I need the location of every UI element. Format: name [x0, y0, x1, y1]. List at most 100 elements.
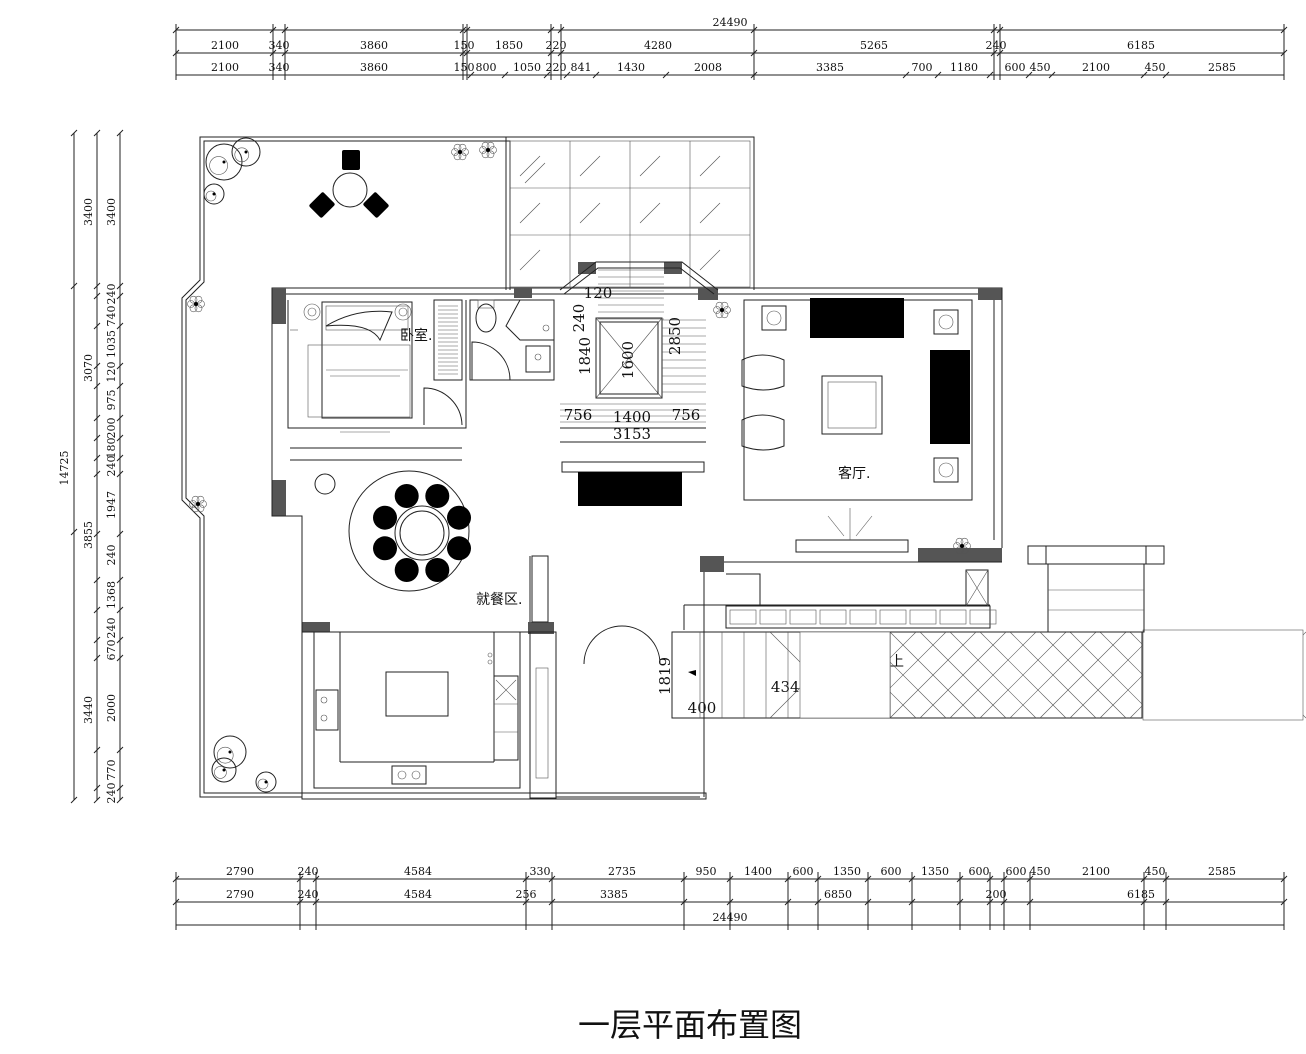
dim-bottom-1-10: 1350 [921, 865, 949, 878]
dim-bottom-2-5: 6850 [824, 888, 852, 901]
bedroom: 卧室. [290, 299, 463, 461]
dim-tick [1048, 71, 1056, 79]
dim-bottom-1-14: 2100 [1082, 865, 1110, 878]
cabinet-door [789, 609, 817, 625]
dim-top-2-11: 700 [912, 61, 933, 74]
dim-left-inner-16: 240 [105, 783, 118, 804]
tree-icon [231, 137, 261, 167]
dining-area: 就餐区. [314, 470, 549, 623]
cabinet-door [849, 609, 877, 625]
dim-tick [116, 282, 124, 290]
dim-bottom-1-16: 2585 [1208, 865, 1236, 878]
dim-bottom-1-1: 240 [298, 865, 319, 878]
dim-tick [70, 528, 78, 536]
dim-tick [543, 71, 551, 79]
dim-entry-1819: 1819 [656, 657, 674, 695]
dim-tick [93, 654, 101, 662]
dim-tick [93, 576, 101, 584]
chair-icon [373, 536, 397, 561]
dim-stair-1840: 1840 [576, 337, 594, 375]
entry-area: 1819 4345 400 [529, 625, 809, 799]
chair-icon [363, 192, 389, 218]
dim-tick [93, 784, 101, 792]
landscape-trees [187, 137, 971, 793]
sink-icon [315, 689, 339, 731]
dim-bottom-total: 24490 [713, 911, 748, 924]
lamp-icon [938, 462, 954, 478]
dim-tick [902, 71, 910, 79]
console-block [578, 472, 682, 506]
dim-top-1-0: 2100 [211, 39, 239, 52]
dim-bottom-1-12: 600 [1006, 865, 1027, 878]
dim-top-1-4: 1850 [495, 39, 523, 52]
dim-bottom-2-6: 200 [986, 888, 1007, 901]
dim-stair-756b: 756 [672, 406, 701, 424]
dim-tick [662, 71, 670, 79]
sink-icon [525, 345, 551, 373]
dim-tick [116, 746, 124, 754]
dim-top-1-1: 340 [269, 39, 290, 52]
dim-tick [116, 382, 124, 390]
label-up: 上 [890, 654, 904, 670]
dim-bottom-1-6: 1400 [744, 865, 772, 878]
dim-tick [93, 129, 101, 137]
dim-top-1-7: 5265 [860, 39, 888, 52]
dim-left-inner-0: 3400 [105, 198, 118, 226]
dim-tick [934, 71, 942, 79]
dim-top-2-0: 2100 [211, 61, 239, 74]
dim-stair-2850: 2850 [666, 317, 684, 355]
dim-top-1-6: 4280 [644, 39, 672, 52]
dim-left-inner-10: 240 [105, 545, 118, 566]
kitchen [313, 631, 521, 789]
tile-line [1009, 631, 1097, 719]
dim-tick [70, 796, 78, 804]
dim-tick [116, 636, 124, 644]
dim-tick [93, 530, 101, 538]
dim-tick [70, 129, 78, 137]
dim-stair-1600: 1600 [619, 341, 637, 379]
side-table [933, 309, 959, 335]
dim-tick [116, 606, 124, 614]
dim-tick [1140, 71, 1148, 79]
dim-top-2-12: 1180 [950, 61, 978, 74]
dim-top-2-6: 220 [546, 61, 567, 74]
dim-tick [70, 282, 78, 290]
plant-icon [189, 495, 207, 513]
lamp-icon [766, 310, 782, 326]
dim-top-2-9: 2008 [694, 61, 722, 74]
plant-icon [713, 301, 731, 319]
dim-top-1-8: 240 [986, 39, 1007, 52]
dining-table-icon [348, 470, 470, 592]
cabinet-row [725, 569, 997, 629]
dim-tick [93, 470, 101, 478]
building-walls [271, 261, 1003, 797]
sofa-icon [810, 298, 904, 338]
chair-icon [394, 558, 419, 582]
dim-stair-120: 120 [584, 284, 613, 302]
dim-tick [93, 746, 101, 754]
dim-tick [1025, 71, 1033, 79]
dim-tick [563, 71, 571, 79]
dim-bottom-1-2: 4584 [404, 865, 432, 878]
toilet-icon [475, 303, 497, 333]
dim-top-2-16: 450 [1145, 61, 1166, 74]
living-room: 客厅. [741, 298, 973, 553]
tile-line [919, 631, 1007, 719]
plant-icon [953, 537, 971, 555]
drawing-title: 一层平面布置图 [578, 1006, 802, 1044]
dim-bottom-1-9: 600 [881, 865, 902, 878]
tile-line [1039, 631, 1127, 719]
tile-mask [799, 631, 891, 719]
label-living-room: 客厅. [838, 465, 870, 482]
dim-tick [93, 382, 101, 390]
dim-left-inner-12: 240 [105, 618, 118, 639]
chair-icon [373, 505, 397, 530]
dim-stair-240: 240 [570, 304, 588, 333]
dim-left-outer-2: 3855 [82, 521, 95, 549]
dim-bottom-2-2: 4584 [404, 888, 432, 901]
dim-tick [93, 636, 101, 644]
dim-tick [501, 71, 509, 79]
dim-stair-3153: 3153 [613, 425, 651, 443]
dim-top-2-17: 2585 [1208, 61, 1236, 74]
dim-tick [93, 606, 101, 614]
